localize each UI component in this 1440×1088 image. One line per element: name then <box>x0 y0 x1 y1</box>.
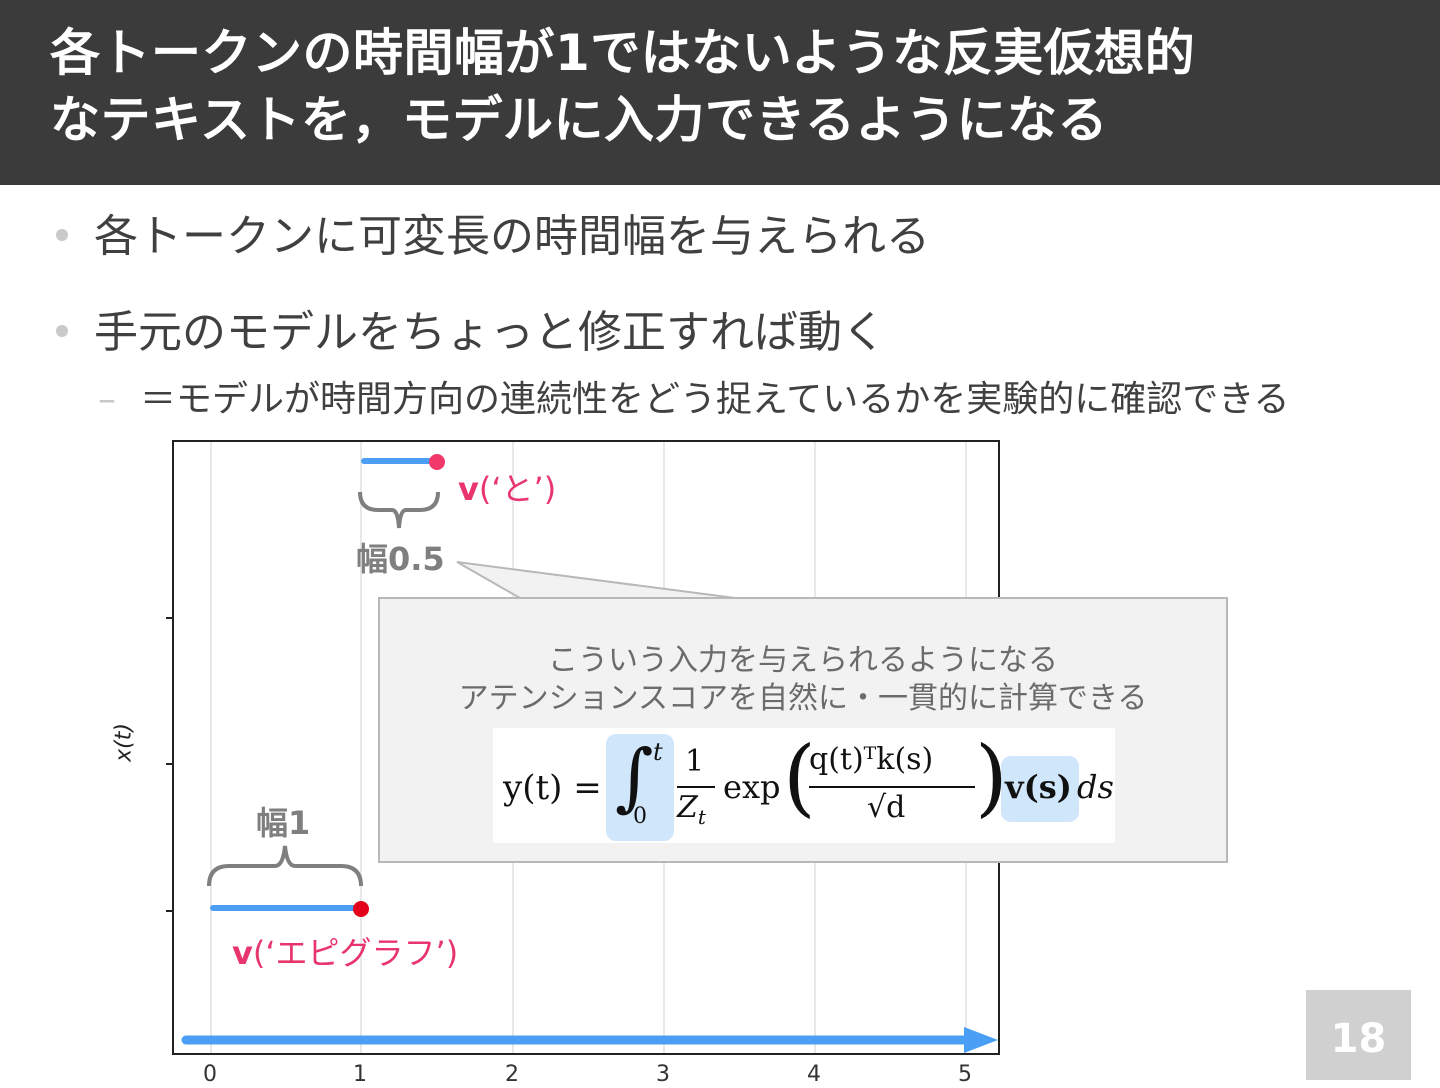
x-tick-label: 3 <box>656 1062 670 1087</box>
callout-line-1: こういう入力を与えられるようになる <box>548 643 1058 678</box>
bullet-dot <box>56 325 68 337</box>
y-tick <box>166 910 174 912</box>
time-arrow <box>181 1027 998 1053</box>
page-number: 18 <box>1306 990 1411 1080</box>
sub-bullet-text: ＝モデルが時間方向の連続性をどう捉えているかを実験的に確認できる <box>140 379 1290 420</box>
token-to-label: v(‘と’) <box>458 464 556 510</box>
token-to-endpoint <box>428 454 445 470</box>
x-tick-label: 5 <box>958 1062 972 1087</box>
attention-formula: y(t) = ∫ t 0 1 Zt exp ( q(t)ᵀk(s) √d ) v… <box>493 728 1115 843</box>
y-tick <box>166 617 174 619</box>
token-epigraph-endpoint <box>353 901 369 917</box>
gridline <box>210 442 212 1053</box>
fraction-numerator: 1 <box>685 744 705 779</box>
inner-fraction-bar <box>809 786 975 788</box>
ds-term: ds <box>1077 768 1114 806</box>
value-term: v(s) <box>1005 768 1072 806</box>
slide-title-line-2: なテキストを，モデルに入力できるようになる <box>50 91 1108 149</box>
fraction-denominator-sub: t <box>697 805 706 829</box>
x-tick-label: 2 <box>505 1062 519 1087</box>
token-epigraph-label: v(‘エピグラフ’) <box>232 928 458 974</box>
sub-bullet: –＝モデルが時間方向の連続性をどう捉えているかを実験的に確認できる <box>98 370 1289 422</box>
time-arrow-head <box>964 1027 998 1053</box>
token-epigraph-segment <box>210 905 361 911</box>
x-tick-label: 1 <box>353 1062 367 1087</box>
fraction-bar <box>677 786 715 788</box>
y-axis-label: x(t) <box>111 723 137 762</box>
integral-upper: t <box>653 738 663 766</box>
exp-function: exp <box>723 768 781 806</box>
value-highlight <box>1001 756 1079 822</box>
formula-lhs: y(t) = <box>503 768 602 808</box>
vector-symbol: v <box>458 470 479 508</box>
gridline <box>360 442 362 1053</box>
bullet-2-text: 手元のモデルをちょっと修正すれば動く <box>94 307 886 358</box>
fraction-denominator: Zt <box>677 790 706 829</box>
left-paren: ( <box>783 728 816 826</box>
x-tick-label: 4 <box>807 1062 821 1087</box>
bullet-1-text: 各トークンに可変長の時間幅を与えられる <box>94 211 930 262</box>
fraction-denominator-main: Z <box>677 790 698 825</box>
vector-symbol: v <box>232 934 253 972</box>
bullet-2: 手元のモデルをちょっと修正すれば動く <box>56 296 886 360</box>
bullet-dot <box>56 229 68 241</box>
token-epigraph-arg: (‘エピグラフ’) <box>252 934 459 972</box>
token-to-arg: (‘と’) <box>478 470 557 508</box>
sub-bullet-dash: – <box>98 379 116 420</box>
integral-lower: 0 <box>633 804 647 829</box>
callout-line-2: アテンションスコアを自然に・一貫的に計算できる <box>458 681 1148 716</box>
width-label-large: 幅1 <box>256 804 311 842</box>
bullet-1: 各トークンに可変長の時間幅を与えられる <box>56 200 930 264</box>
integral-highlight <box>606 734 674 841</box>
width-label-small: 幅0.5 <box>356 540 445 578</box>
width-brace-large <box>207 845 363 887</box>
token-to-segment <box>361 458 437 464</box>
x-tick-label: 0 <box>203 1062 217 1087</box>
title-bar: 各トークンの時間幅が1ではないような反実仮想的 なテキストを，モデルに入力できる… <box>0 0 1440 185</box>
y-tick <box>166 763 174 765</box>
width-brace-small <box>358 491 440 529</box>
callout-pointer <box>456 561 736 599</box>
slide-title-line-1: 各トークンの時間幅が1ではないような反実仮想的 <box>50 24 1196 82</box>
inner-denominator: √d <box>867 790 906 825</box>
integral-sign: ∫ <box>615 734 654 820</box>
inner-numerator: q(t)ᵀk(s) <box>809 742 934 777</box>
right-paren: ) <box>975 728 1008 826</box>
